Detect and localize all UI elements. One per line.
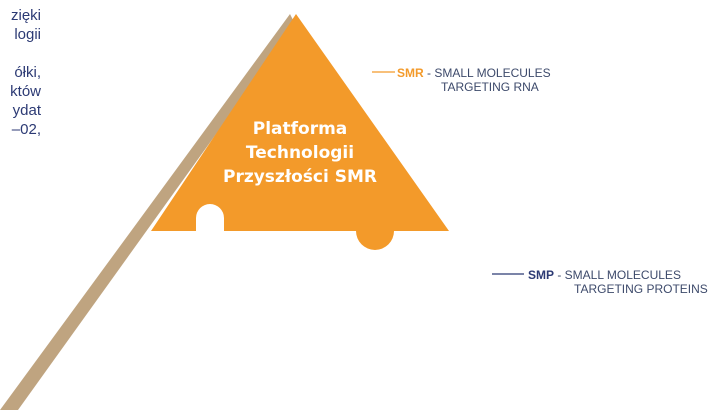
collaboration-text: Współpraca z [127, 293, 241, 311]
smr-abbr: SMR [397, 66, 424, 80]
smp-desc-line2: TARGETING PROTEINS [574, 282, 708, 296]
left-text-line: –02, [11, 121, 41, 138]
smr-desc: - SMALL MOLECULES [423, 66, 551, 80]
smr-callout: SMR - SMALL MOLECULES TARGETING RNA [397, 66, 551, 94]
left-text-line: któw [10, 83, 41, 100]
smp-callout: SMP - SMALL MOLECULES TARGETING PROTEINS [528, 268, 708, 296]
smp-desc: - SMALL MOLECULES [554, 268, 681, 282]
bottom-right-line: pipeline [361, 315, 439, 335]
smr-desc-line2: TARGETING RNA [441, 80, 539, 94]
left-text-line: ółki, [14, 64, 41, 81]
orange-piece [151, 14, 449, 250]
bottom-right-line: Szeroki [364, 293, 436, 313]
bottom-right-line: SMP [379, 337, 421, 357]
bottom-left-label: Współpraca z Galápagos [120, 292, 248, 334]
left-text-line: zięki [10, 7, 41, 24]
pyramid-shadow-edge [0, 14, 295, 410]
left-text-line: logii [14, 26, 41, 43]
left-text-block: zięki logii ółki, któw ydat –02, [0, 6, 41, 139]
smp-abbr: SMP [528, 268, 555, 282]
top-tier-line: Platforma [252, 119, 348, 139]
top-tier-label: Platforma Technologii Przyszłości SMR [210, 117, 390, 189]
bottom-right-label: Szeroki pipeline SMP [330, 292, 470, 358]
galapagos-logo: Galápagos [120, 312, 249, 336]
top-tier-line: Technologii [245, 143, 355, 163]
top-tier-line: Przyszłości SMR [222, 167, 377, 187]
left-text-line: ydat [12, 102, 41, 119]
